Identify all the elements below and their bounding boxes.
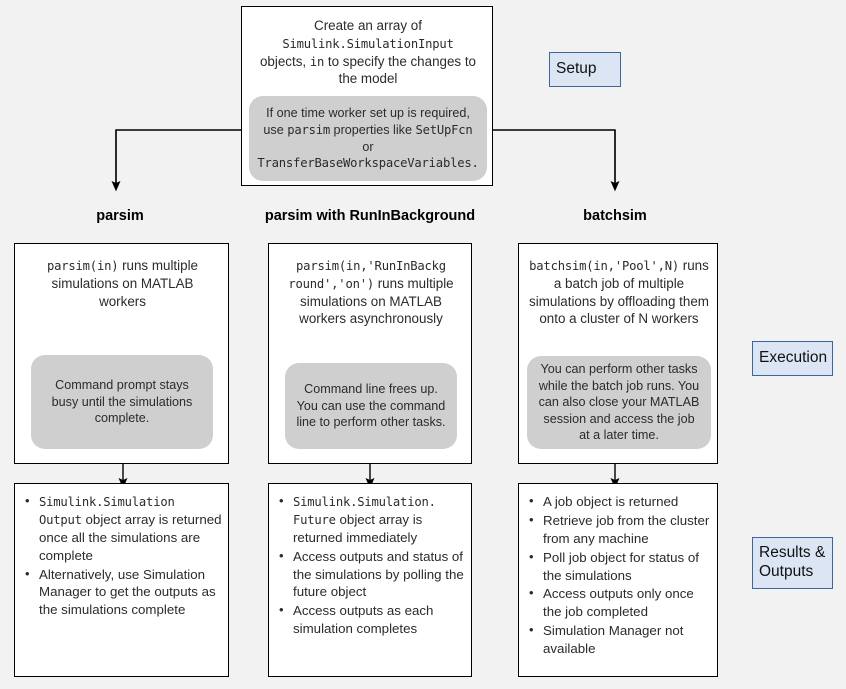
execution-description-parsim: parsim(in) runs multiple simulations on … xyxy=(15,257,230,310)
column-title-batchsim-text: batchsim xyxy=(583,208,647,224)
setup-description: Create an array of Simulink.SimulationIn… xyxy=(242,17,494,88)
results-code-runinbackground-0: Simulink.Simulation. Future xyxy=(293,495,436,527)
execution-note-parsim-runinbackground: Command line frees up. You can use the c… xyxy=(285,363,457,449)
execution-note-batchsim-text: You can perform other tasks while the ba… xyxy=(538,361,700,443)
setup-note-line-1: If one time worker set up is required, xyxy=(266,106,470,121)
results-text-parsim-0: object array is returned once all the si… xyxy=(39,511,222,563)
setup-line-2-pre: objects, xyxy=(259,53,310,69)
setup-note-code-setupfcn: SetUpFcn xyxy=(415,122,473,137)
results-text-batchsim-2: Poll job object for status of the simula… xyxy=(543,549,699,583)
execution-box-batchsim: batchsim(in,'Pool',N) runs a batch job o… xyxy=(518,243,718,464)
execution-note-parsim-text: Command prompt stays busy until the simu… xyxy=(51,378,193,426)
list-item: Simulation Manager not available xyxy=(529,621,713,658)
list-item: Poll job object for status of the simula… xyxy=(529,548,713,585)
list-item: Alternatively, use Simulation Manager to… xyxy=(25,565,224,620)
list-item: Simulink.Simulation Output object array … xyxy=(25,492,224,565)
results-text-batchsim-4: Simulation Manager not available xyxy=(543,623,684,656)
stage-label-results: Results & Outputs xyxy=(752,537,833,589)
column-title-parsim-runinbackground-text: parsim with RunInBackground xyxy=(264,208,476,224)
results-text-runinbackground-0: object array is returned immediately xyxy=(293,511,423,545)
stage-label-setup-text: Setup xyxy=(556,60,597,78)
setup-line-3: the model xyxy=(338,71,398,87)
results-text-runinbackground-2: Access outputs as each simulation comple… xyxy=(293,603,434,637)
column-title-batchsim: batchsim xyxy=(495,208,735,224)
setup-line-2-post: to specify the changes to xyxy=(324,53,476,69)
execution-text-parsim: runs multiple simulations on MATLAB work… xyxy=(51,258,198,309)
list-item: Retrieve job from the cluster from any m… xyxy=(529,511,713,548)
setup-line-1: Create an array of xyxy=(314,18,422,33)
execution-description-batchsim: batchsim(in,'Pool',N) runs a batch job o… xyxy=(519,257,719,328)
results-text-batchsim-1: Retrieve job from the cluster from any m… xyxy=(543,512,710,546)
stage-label-execution-text: Execution xyxy=(759,349,828,367)
execution-text-parsim-runinbackground: runs multiple simulations on MATLAB work… xyxy=(299,275,454,327)
results-list-batchsim: A job object is returned Retrieve job fr… xyxy=(519,492,719,659)
execution-code-parsim-runinbackground: parsim(in,'RunInBackg round','on') xyxy=(288,259,446,291)
results-box-parsim-runinbackground: Simulink.Simulation. Future object array… xyxy=(268,483,472,677)
results-text-batchsim-0: A job object is returned xyxy=(543,494,679,509)
results-list-parsim: Simulink.Simulation Output object array … xyxy=(15,492,230,620)
column-title-parsim: parsim xyxy=(0,208,240,224)
execution-code-parsim: parsim(in) xyxy=(46,259,119,273)
execution-description-parsim-runinbackground: parsim(in,'RunInBackg round','on') runs … xyxy=(269,257,473,328)
stage-label-execution: Execution xyxy=(752,341,833,376)
list-item: Access outputs and status of the simulat… xyxy=(279,547,467,602)
column-title-parsim-runinbackground: parsim with RunInBackground xyxy=(250,208,490,224)
list-item: A job object is returned xyxy=(529,492,713,511)
execution-box-parsim-runinbackground: parsim(in,'RunInBackg round','on') runs … xyxy=(268,243,472,464)
setup-note-code-transfer: TransferBaseWorkspaceVariables. xyxy=(257,156,479,171)
results-code-parsim-0: Simulink.Simulation Output xyxy=(39,495,175,527)
setup-code-in: in xyxy=(309,54,325,69)
results-list-parsim-runinbackground: Simulink.Simulation. Future object array… xyxy=(269,492,473,639)
execution-note-batchsim: You can perform other tasks while the ba… xyxy=(527,356,711,449)
list-item: Access outputs only once the job complet… xyxy=(529,584,713,621)
stage-label-results-line-1: Results & xyxy=(759,544,826,562)
execution-text-batchsim: runs a batch job of multiple simulations… xyxy=(529,258,709,327)
execution-note-parsim: Command prompt stays busy until the simu… xyxy=(31,355,213,449)
setup-code-simulationinput: Simulink.SimulationInput xyxy=(282,36,454,51)
setup-note-code-parsim: parsim xyxy=(287,122,331,137)
results-text-runinbackground-1: Access outputs and status of the simulat… xyxy=(293,548,464,600)
list-item: Access outputs as each simulation comple… xyxy=(279,601,467,638)
setup-box: Create an array of Simulink.SimulationIn… xyxy=(241,6,493,186)
results-box-batchsim: A job object is returned Retrieve job fr… xyxy=(518,483,718,677)
list-item: Simulink.Simulation. Future object array… xyxy=(279,492,467,547)
column-title-parsim-text: parsim xyxy=(96,208,144,224)
results-box-parsim: Simulink.Simulation Output object array … xyxy=(14,483,229,677)
execution-code-batchsim: batchsim(in,'Pool',N) xyxy=(529,259,680,273)
setup-note-text: If one time worker set up is required, u… xyxy=(247,101,488,175)
setup-note-line-3: or xyxy=(362,139,374,154)
results-text-batchsim-3: Access outputs only once the job complet… xyxy=(543,586,694,620)
results-text-parsim-1: Alternatively, use Simulation Manager to… xyxy=(39,566,216,618)
execution-box-parsim: parsim(in) runs multiple simulations on … xyxy=(14,243,229,464)
setup-note-line-2-pre: use xyxy=(263,122,288,137)
setup-note-line-2-mid: properties like xyxy=(330,122,416,137)
stage-label-setup: Setup xyxy=(549,52,621,87)
stage-label-results-line-2: Outputs xyxy=(759,563,814,580)
setup-note-box: If one time worker set up is required, u… xyxy=(249,96,487,181)
execution-note-parsim-runinbackground-text: Command line frees up. You can use the c… xyxy=(296,382,446,430)
